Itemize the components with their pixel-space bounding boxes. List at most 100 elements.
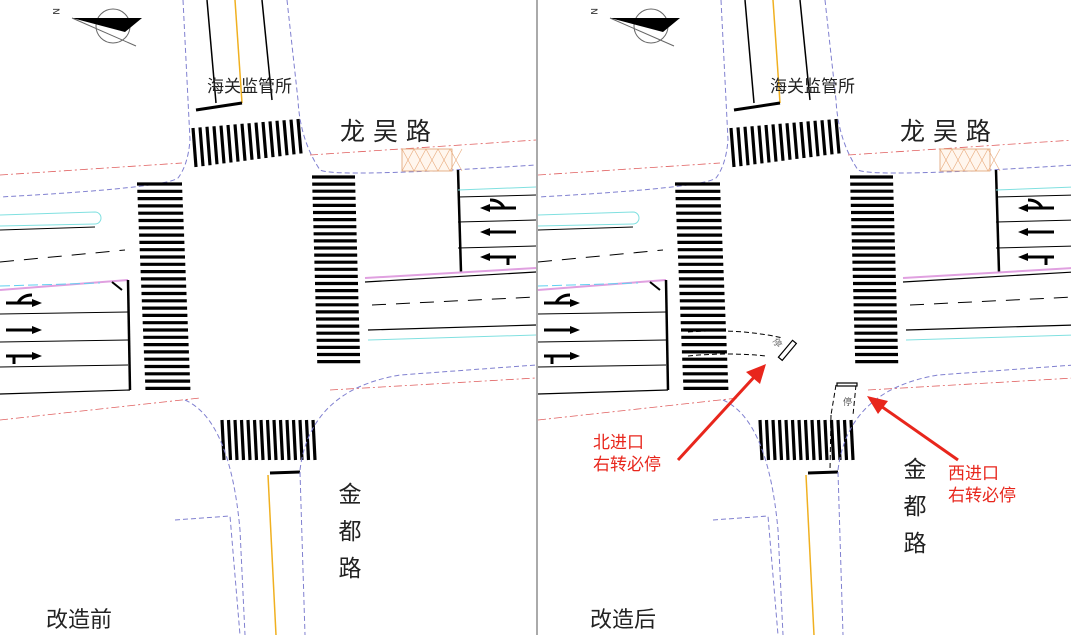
lane-line [0,311,129,315]
crosswalk-stripe [285,419,291,461]
road-edge [712,515,779,635]
lane-line [995,245,1071,249]
crosswalk-stripe [810,419,816,461]
island [537,211,640,227]
lane-line [0,364,129,368]
compass-needle-icon [610,18,680,32]
compass-line [71,17,137,47]
lane-line [457,194,537,198]
crosswalk-stripe [729,127,736,168]
arrow-head [32,352,42,360]
hatch [975,148,989,172]
boundary-line [537,162,721,176]
lane-line [367,324,537,331]
hatch [111,281,123,291]
crosswalk-stripe [816,419,823,461]
lane-line [457,245,537,249]
arrow-head [570,299,580,307]
crosswalk-stripe [778,123,785,161]
lane-line [799,0,811,101]
road-edge [184,399,246,635]
crosswalk-stripe [758,419,764,461]
crosswalk-stripe [265,419,272,461]
crosswalk-stripe [829,419,836,461]
stop-line [195,101,243,112]
annotation-arrow [676,373,758,462]
crosswalk-stripe [803,419,810,461]
stop-line [994,169,1001,273]
lane-line [905,324,1071,331]
median-line [902,267,1071,279]
hatch [449,148,463,172]
road-edge [837,471,844,635]
arrow-turn [489,198,506,209]
crosswalk-stripe [246,419,252,461]
stop-line [456,169,463,273]
crosswalk-stripe [298,419,304,461]
crosswalk-stripe [233,419,239,461]
lane-line [537,339,667,343]
median-line [0,279,129,291]
road-edge [0,0,191,198]
arrow-head [1018,253,1028,261]
crosswalk-stripe [252,419,259,461]
centerline-dash [0,249,126,263]
right-turn-lane [852,384,857,416]
hatched-area [401,148,453,172]
edge-line [995,186,1071,191]
edge-line [457,186,537,191]
east-west-road-label-after: 龙 吴 路 [900,117,991,146]
hatch [951,148,965,172]
right-turn-lane [829,414,832,471]
road-edge [837,364,1071,471]
lane-line [537,226,634,231]
crosswalk-stripe [764,419,771,461]
lane-line [744,0,755,104]
stop-line [733,101,781,112]
crosswalk-stripe [220,419,226,461]
crosswalk-stripe [750,126,757,165]
lane-line [995,194,1071,198]
panel-after: N [537,0,1071,635]
crosswalk-stripe [268,121,275,158]
hatch [401,148,415,172]
crosswalk-stripe [233,124,240,162]
centerline [772,0,781,104]
compass-north-label: N [588,8,598,15]
lane-line [0,226,96,231]
arrow-head [32,299,42,307]
annotation-line2: 右转必停 [948,486,1016,506]
boundary-line [309,139,537,156]
compass-north-label: N [50,8,60,15]
hatched-area [939,148,991,172]
annotation-west-entrance: 西进口 右转必停 [948,463,1016,507]
crosswalk-stripe [792,122,799,160]
crosswalk-stripe [275,120,282,157]
crosswalk-stripe [842,419,849,461]
stop-line [664,279,670,391]
crosswalk-stripe [247,123,254,160]
crosswalk-stripe [272,419,278,461]
hatch [649,281,661,291]
annotation-line1: 西进口 [948,464,999,484]
crosswalk-stripe [736,127,743,167]
compass-needle-icon [72,18,142,32]
stop-line [269,470,301,475]
hatch [987,148,1001,172]
crosswalk-stripe [291,419,298,461]
crosswalk-stripe [823,419,829,461]
road-edge [174,515,241,635]
crosswalk-stripe [198,127,205,167]
crosswalk-stripe [282,120,289,156]
crosswalk-stripe [836,419,842,461]
crosswalk-stripe [784,419,790,461]
crosswalk-stripe [757,125,764,164]
median-line [902,271,1071,283]
crosswalk-stripe [777,419,784,461]
north-label-after: 海关监管所 [770,77,855,97]
centerline-dash [909,296,1071,306]
arrow-turn [1027,198,1044,209]
south-road-label-after: 金都路 [899,457,925,568]
crosswalk-stripe [261,121,268,159]
